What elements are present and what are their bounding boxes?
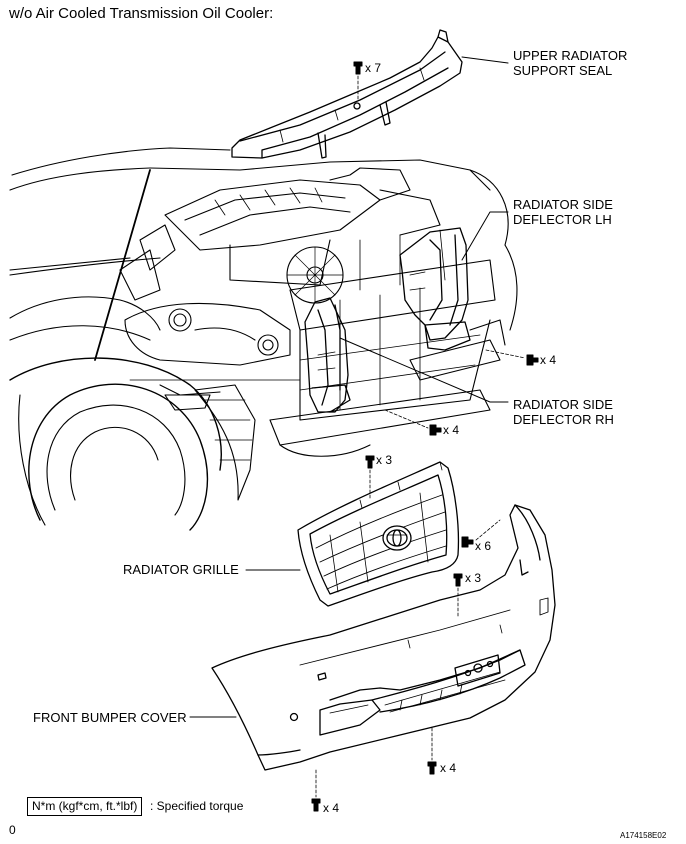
radiator-side-deflector-rh bbox=[304, 297, 351, 413]
callout-line-2: SUPPORT SEAL bbox=[513, 63, 613, 78]
fastener-clips bbox=[311, 349, 539, 812]
callout-line-1: RADIATOR SIDE bbox=[513, 197, 613, 212]
qty-seal-clips: x 7 bbox=[365, 61, 382, 75]
callout-line-1: UPPER RADIATOR bbox=[513, 48, 628, 63]
callout-radiator-side-deflector-rh: RADIATOR SIDE DEFLECTOR RH bbox=[513, 397, 614, 427]
callout-line-1: RADIATOR SIDE bbox=[513, 397, 613, 412]
callout-upper-radiator-support-seal: UPPER RADIATOR SUPPORT SEAL bbox=[513, 48, 627, 78]
torque-legend-text: : Specified torque bbox=[150, 799, 244, 813]
clip-icon bbox=[427, 761, 437, 775]
callout-line-2: DEFLECTOR LH bbox=[513, 212, 612, 227]
radiator-side-deflector-lh bbox=[399, 227, 471, 351]
qty-bumper-lower-screws: x 4 bbox=[440, 761, 457, 775]
qty-rh-clips: x 4 bbox=[443, 423, 460, 437]
screw-icon bbox=[429, 424, 442, 436]
callout-radiator-side-deflector-lh: RADIATOR SIDE DEFLECTOR LH bbox=[513, 197, 613, 227]
clip-icon bbox=[365, 455, 375, 469]
callout-front-bumper-cover: FRONT BUMPER COVER bbox=[33, 710, 187, 725]
callout-radiator-grille: RADIATOR GRILLE bbox=[123, 562, 239, 577]
clip-icon bbox=[353, 61, 363, 101]
callout-line-2: DEFLECTOR RH bbox=[513, 412, 614, 427]
qty-grille-clips: x 3 bbox=[376, 453, 393, 467]
leader-lines bbox=[189, 56, 509, 718]
clip-icon bbox=[453, 573, 463, 587]
screw-icon bbox=[526, 354, 539, 366]
page-mark: 0 bbox=[9, 823, 16, 837]
screw-icon bbox=[461, 536, 474, 548]
qty-bumper-top-screws: x 3 bbox=[465, 571, 482, 585]
page-header: w/o Air Cooled Transmission Oil Cooler: bbox=[9, 5, 274, 22]
qty-bumper-bottom-screws: x 4 bbox=[323, 801, 340, 815]
radiator-grille bbox=[297, 461, 460, 607]
torque-legend-box: N*m (kgf*cm, ft.*lbf) bbox=[27, 797, 143, 816]
qty-bumper-side-screws: x 6 bbox=[475, 539, 492, 553]
clip-icon bbox=[311, 798, 321, 812]
qty-lh-clips: x 4 bbox=[540, 353, 557, 367]
vehicle-body bbox=[9, 147, 518, 531]
figure-id: A174158E02 bbox=[620, 831, 667, 840]
front-bumper-cover bbox=[211, 504, 556, 771]
upper-radiator-support-seal bbox=[231, 29, 463, 159]
